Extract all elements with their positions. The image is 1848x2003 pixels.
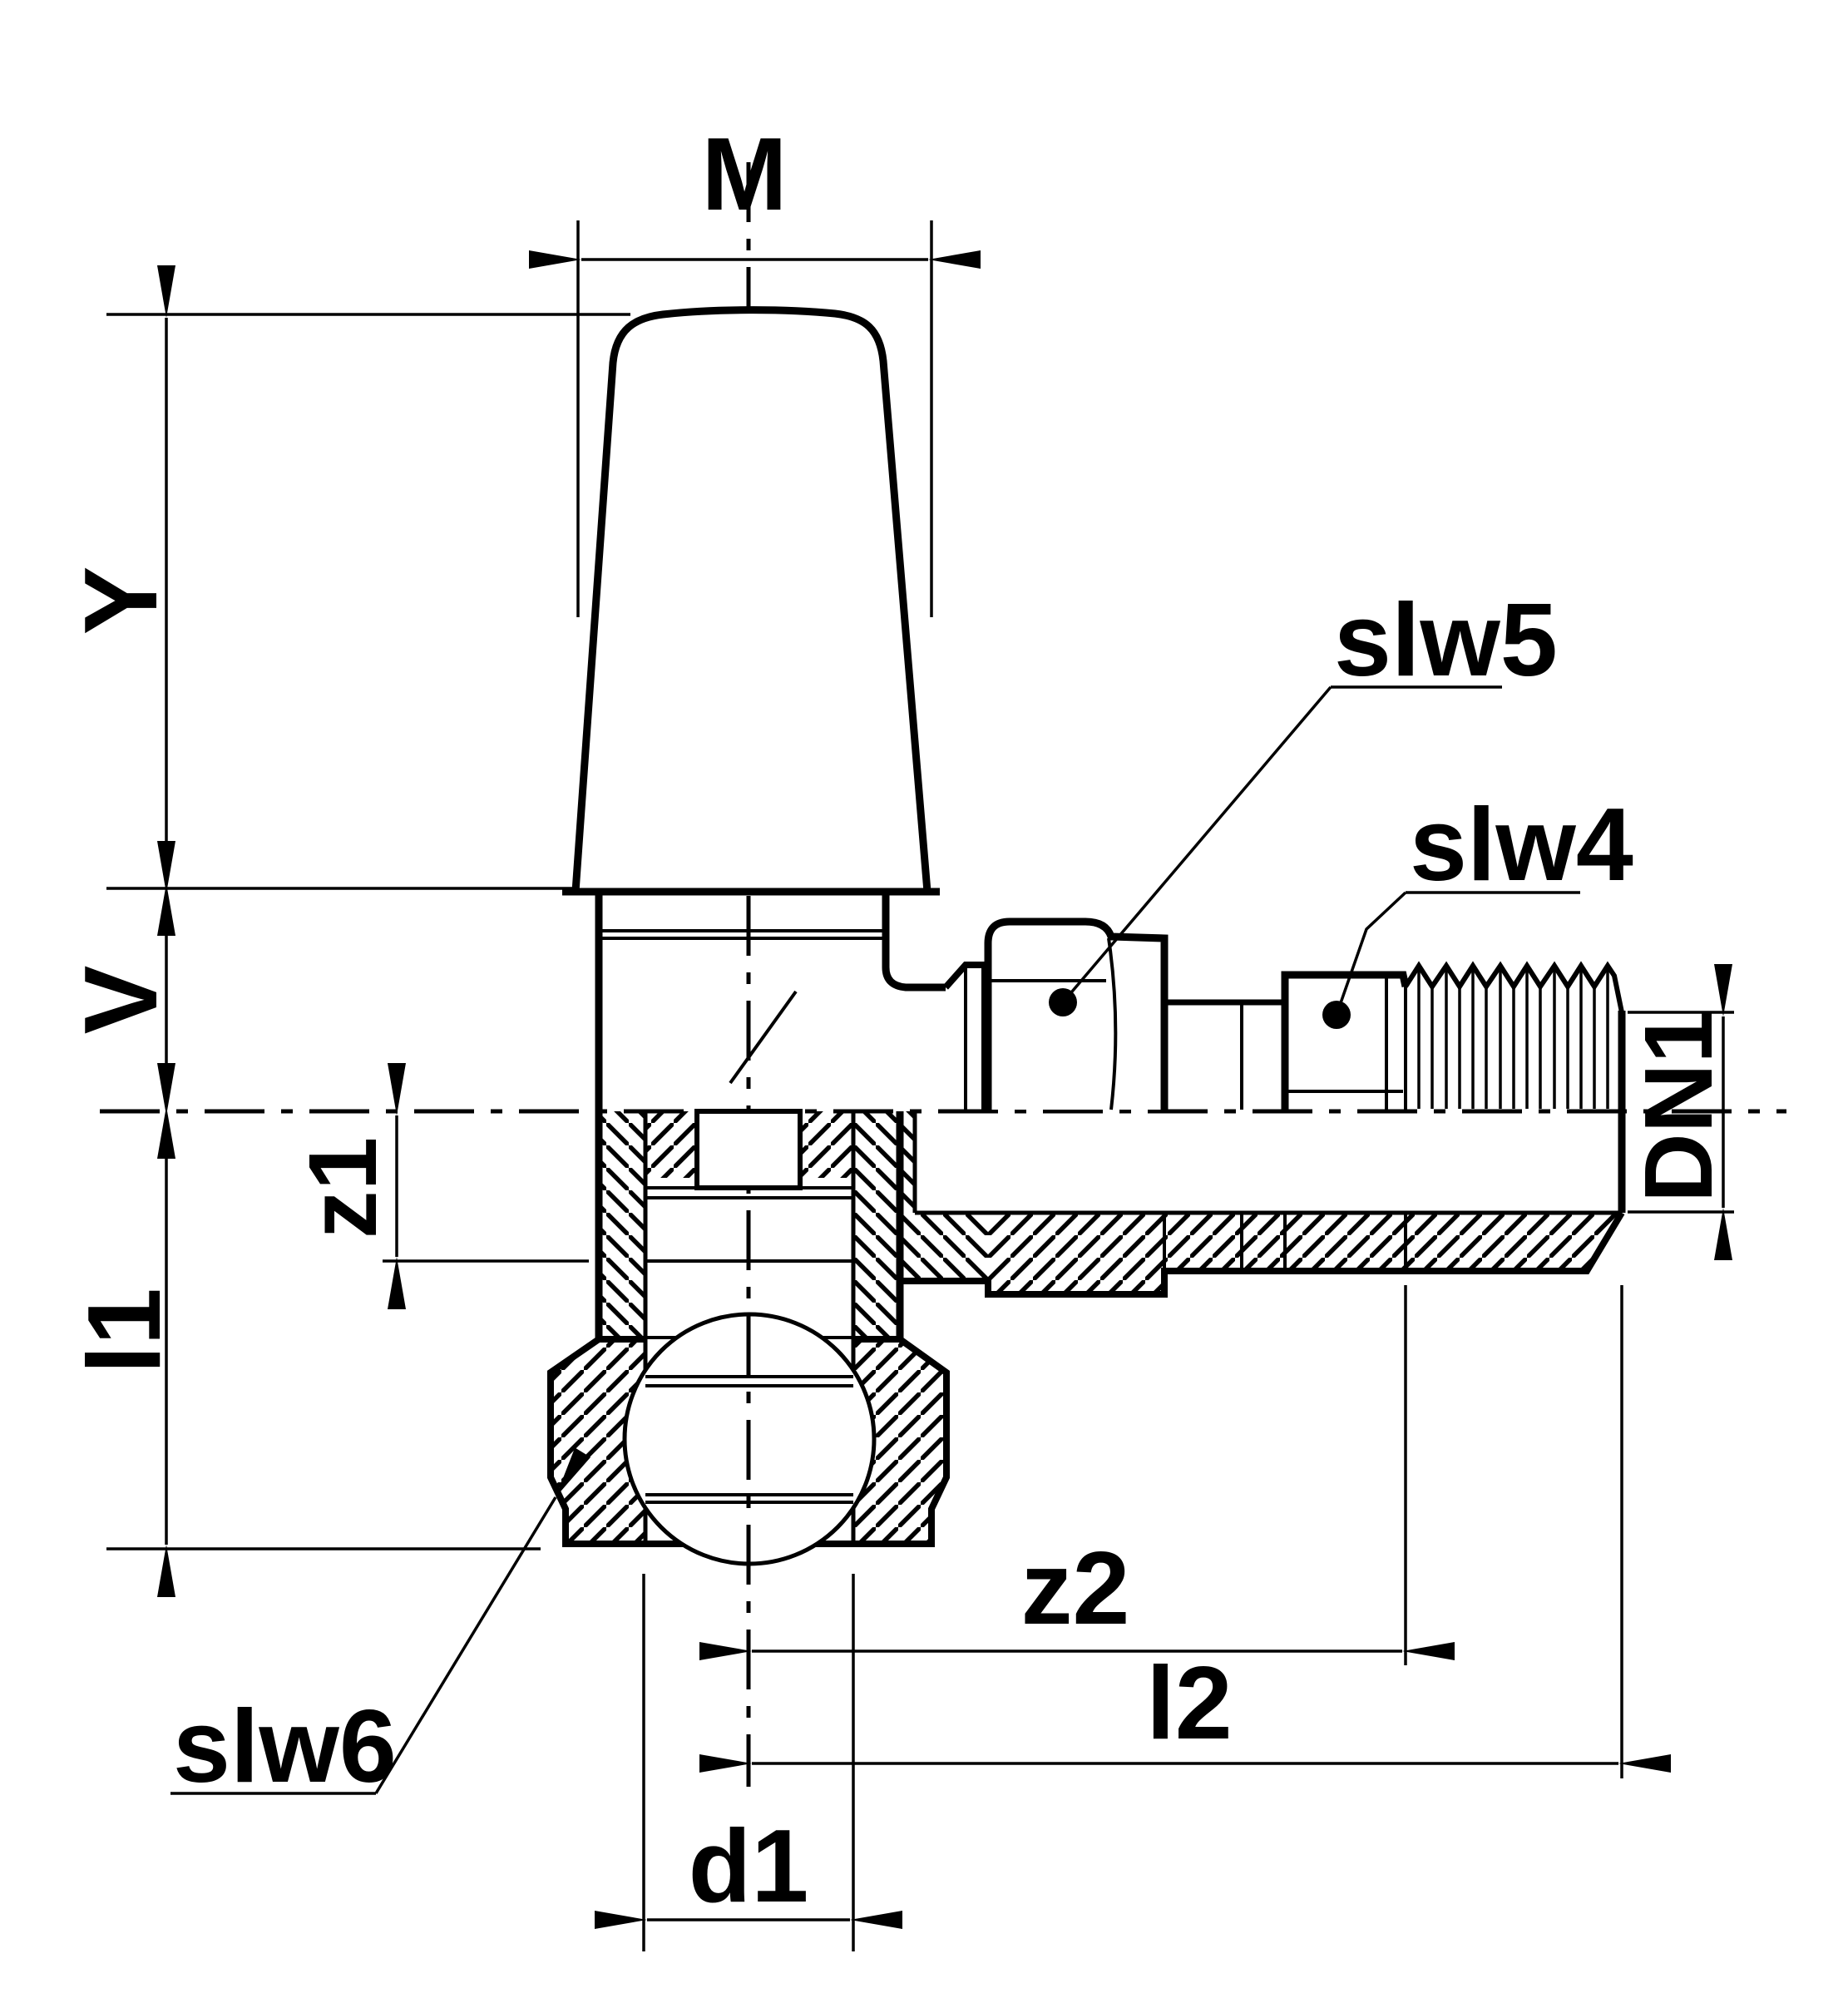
dimension-lines [157,250,1732,1929]
dim-label-y: Y [64,566,179,636]
callout-label-slw6: slw6 [173,1689,397,1804]
callout-label-slw4: slw4 [1410,788,1633,903]
dim-label-z1: z1 [289,1137,397,1239]
labels: M Y V z1 l1 z2 l2 d1 DN1 slw5 slw4 slw6 [64,117,1732,1924]
slw4-leader [1335,891,1407,1016]
thread-crest-profile [1403,961,1624,1013]
slw5-leader [1061,685,1332,1004]
slw6-leader-arrow [374,1447,591,1794]
threaded-end [1403,961,1626,1213]
outlet-hub-section [900,1111,988,1281]
handle-outline [571,306,931,893]
handle [562,306,940,896]
bonnet-right-edge [882,892,946,992]
dim-label-l1: l1 [67,1288,182,1373]
dim-label-m: M [701,117,787,232]
extension-lines [106,220,1734,1951]
callout-leaders [170,685,1580,1795]
dim-label-d1: d1 [689,1809,809,1924]
centerlines [100,162,1786,1787]
body-right-wall-section [853,1111,900,1339]
hex-nut [1281,971,1410,1110]
slw4-leader-dot [1322,1001,1351,1029]
gland-left-section [645,1111,697,1178]
slw5-leader-dot [1049,988,1077,1016]
body-surface-line [729,990,798,1085]
outlet-section-outlines [595,1111,1625,1339]
bonnet-and-body [595,892,946,1111]
outlet-part-joints [1163,1213,1407,1294]
side-outlet [943,917,1410,1110]
thread-flanks [1417,969,1609,1109]
union-nut-arc [1107,937,1118,1110]
callout-label-slw5: slw5 [1334,583,1558,698]
stem-end [694,1109,803,1190]
outlet-pipe-lower-section [1164,1213,1622,1271]
union-nut [984,917,1169,1110]
gland-right-section [800,1111,853,1178]
dim-label-dn1: DN1 [1624,1010,1732,1203]
dim-label-z2: z2 [1021,1531,1130,1646]
union-nut-lower-section [988,1213,1164,1294]
dim-label-v: V [64,966,179,1035]
body-left-wall-section [599,1111,645,1339]
valve-internals [645,1109,853,1263]
dim-label-l2: l2 [1146,1646,1232,1761]
